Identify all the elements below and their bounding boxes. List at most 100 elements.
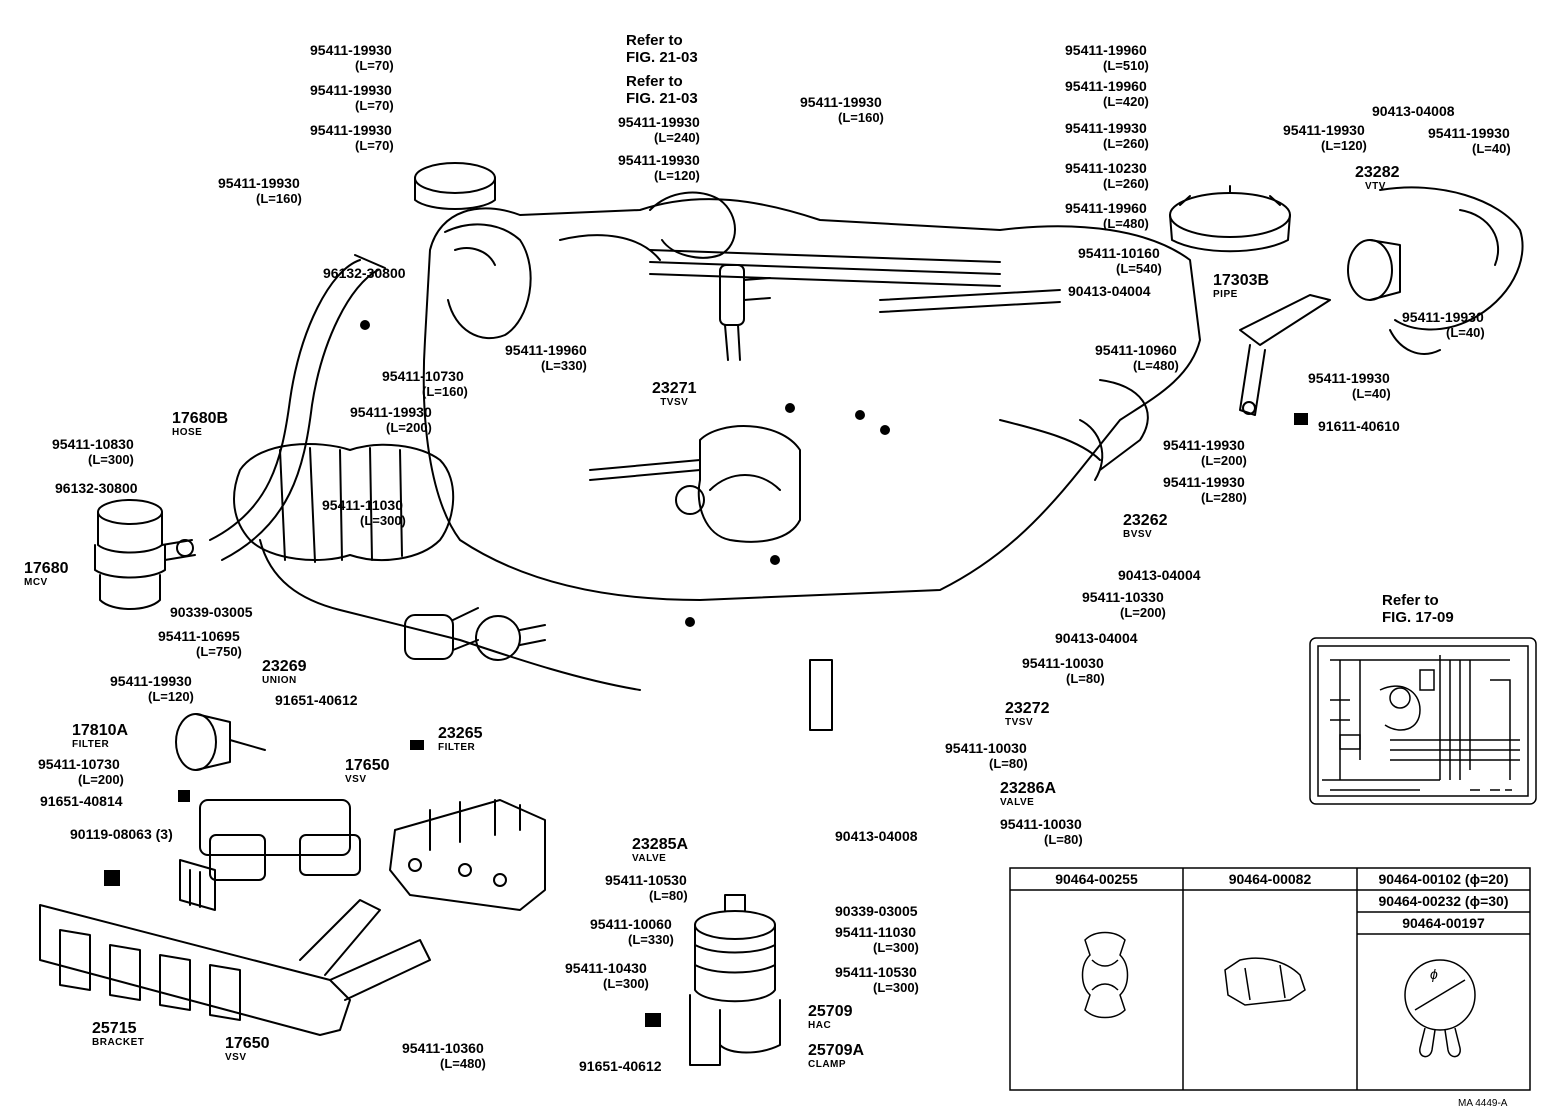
component-name: VALVE bbox=[632, 853, 667, 864]
vtv-23282-drawing bbox=[1347, 239, 1393, 301]
clip-table-header-2: 90464-00082 bbox=[1228, 871, 1312, 887]
hose-length: (L=160) bbox=[256, 191, 302, 206]
part-number: 95411-10230 bbox=[1065, 160, 1147, 176]
label-hose-540: 95411-10160(L=540) bbox=[1078, 245, 1162, 276]
hose-length: (L=200) bbox=[1201, 453, 1247, 468]
part-number: 95411-10360 bbox=[402, 1040, 484, 1056]
component-number: 23286A bbox=[1000, 780, 1057, 797]
hose-length: (L=300) bbox=[360, 513, 406, 528]
label-hose-240: 95411-19930(L=240) bbox=[618, 114, 700, 145]
part-number: 95411-10030 bbox=[945, 740, 1027, 756]
component-name: PIPE bbox=[1213, 289, 1238, 300]
label-hose-260-a: 95411-19930(L=260) bbox=[1065, 120, 1149, 151]
hose-length: (L=40) bbox=[1446, 325, 1485, 340]
component-number: 17680B bbox=[172, 410, 229, 427]
label-hose-80-c: 95411-10030(L=80) bbox=[1000, 816, 1083, 847]
mcv-body bbox=[97, 499, 163, 525]
component-number: 25715 bbox=[92, 1020, 137, 1037]
part-number: 95411-19930 bbox=[618, 114, 700, 130]
part-number: 95411-19930 bbox=[1428, 125, 1510, 141]
tvsv-23272-drawing bbox=[809, 659, 833, 731]
component-number: 23269 bbox=[262, 658, 307, 675]
hose-length: (L=200) bbox=[386, 420, 432, 435]
label-clamp-90339-a: 90339-03005 bbox=[170, 604, 253, 620]
component-name: CLAMP bbox=[808, 1059, 847, 1070]
component-name: VTV bbox=[1365, 181, 1386, 192]
ref-line: FIG. 21-03 bbox=[626, 90, 698, 107]
label-hose-70-a: 95411-19930(L=70) bbox=[310, 42, 394, 73]
label-hose-300-b: 95411-11030(L=300) bbox=[322, 497, 406, 528]
part-number: 95411-19930 bbox=[1065, 120, 1147, 136]
part-number: 95411-19960 bbox=[1065, 78, 1147, 94]
component-number: 23271 bbox=[652, 380, 697, 397]
vsv-bank bbox=[199, 799, 351, 856]
inset-diagram bbox=[1309, 637, 1537, 805]
label-union-90413-c: 90413-04004 bbox=[1055, 630, 1138, 646]
clip-table-header-1: 90464-00255 bbox=[1055, 871, 1138, 887]
part-number: 95411-19930 bbox=[218, 175, 300, 191]
label-bolt-91651-b: 91651-40814 bbox=[40, 793, 123, 809]
label-hose-300-e: 95411-10530(L=300) bbox=[835, 964, 919, 995]
clip-90464-00197-drawing bbox=[1404, 959, 1476, 1058]
component-name: FILTER bbox=[72, 739, 110, 750]
clip-table-grid bbox=[1009, 867, 1531, 1091]
clip-90464-00255-drawing bbox=[1081, 931, 1129, 1019]
part-number: 95411-10730 bbox=[38, 756, 120, 772]
hose-length: (L=260) bbox=[1103, 176, 1149, 191]
bracket-25715-drawing bbox=[39, 904, 351, 1036]
label-hose-750: 95411-10695(L=750) bbox=[158, 628, 242, 659]
component-number: 17303B bbox=[1213, 272, 1270, 289]
component-name: VALVE bbox=[1000, 797, 1035, 808]
hose-length: (L=70) bbox=[355, 98, 394, 113]
ref-line: FIG. 21-03 bbox=[626, 49, 698, 66]
label-hose-70-c: 95411-19930(L=70) bbox=[310, 122, 394, 153]
component-number: 17680 bbox=[24, 560, 69, 577]
diameter-symbol: ϕ bbox=[1430, 966, 1438, 982]
part-number: 95411-19930 bbox=[310, 82, 392, 98]
hose-length: (L=300) bbox=[88, 452, 134, 467]
ref-line: Refer to bbox=[626, 32, 683, 49]
component-number: 23262 bbox=[1123, 512, 1168, 529]
part-number: 95411-10960 bbox=[1095, 342, 1177, 358]
component-name: FILTER bbox=[438, 742, 476, 753]
part-number: 95411-19930 bbox=[350, 404, 432, 420]
part-number: 95411-10830 bbox=[52, 436, 134, 452]
part-number: 95411-19930 bbox=[1283, 122, 1365, 138]
hose-length: (L=260) bbox=[1103, 136, 1149, 151]
component-name: BVSV bbox=[1123, 529, 1153, 540]
hose-length: (L=80) bbox=[1044, 832, 1083, 847]
label-bolt-91651-a: 91651-40612 bbox=[275, 692, 358, 708]
hose-length: (L=70) bbox=[355, 138, 394, 153]
hose-length: (L=80) bbox=[1066, 671, 1105, 686]
part-number: 95411-19930 bbox=[1402, 309, 1484, 325]
component-name: UNION bbox=[262, 675, 297, 686]
drawing-code: MA 4449-A bbox=[1458, 1098, 1508, 1109]
part-number: 95411-19960 bbox=[1065, 200, 1147, 216]
part-number: 95411-10430 bbox=[565, 960, 647, 976]
label-union-90413-top: 90413-04008 bbox=[1372, 103, 1455, 119]
hose-length: (L=510) bbox=[1103, 58, 1149, 73]
component-name: TVSV bbox=[1005, 717, 1034, 728]
label-hose-200-d: 95411-10730(L=200) bbox=[38, 756, 124, 787]
component-number: 25709A bbox=[808, 1042, 865, 1059]
hose-length: (L=80) bbox=[649, 888, 688, 903]
part-number: 95411-19930 bbox=[618, 152, 700, 168]
component-number: 17650 bbox=[345, 757, 390, 774]
part-number: 95411-19930 bbox=[1163, 437, 1245, 453]
component-name: HOSE bbox=[172, 427, 203, 438]
part-number: 95411-10030 bbox=[1000, 816, 1082, 832]
part-number: 95411-10030 bbox=[1022, 655, 1104, 671]
label-hose-510: 95411-19960(L=510) bbox=[1065, 42, 1149, 73]
ref-line: Refer to bbox=[1382, 592, 1439, 609]
label-hose-160-mid: 95411-19930(L=160) bbox=[800, 94, 884, 125]
label-clip-96132-b: 96132-30800 bbox=[55, 480, 138, 496]
label-hose-200-c: 95411-10330(L=200) bbox=[1082, 589, 1166, 620]
label-hose-160-b: 95411-10730(L=160) bbox=[382, 368, 468, 399]
